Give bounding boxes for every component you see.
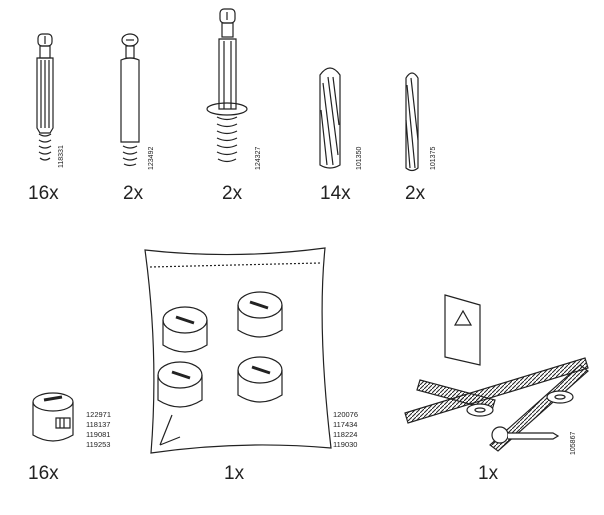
quantity: 2x [405, 183, 426, 204]
part-number: 101350 [356, 146, 363, 170]
part-number: 124327 [255, 146, 262, 170]
quantity: 2x [123, 183, 144, 204]
quantity: 1x [224, 463, 245, 484]
wooden-dowel-icon [319, 67, 341, 169]
cam-lock-icon [32, 392, 74, 442]
part-number: 117434 [333, 420, 358, 429]
quantity: 1x [478, 463, 499, 484]
part-numbers: 120076 117434 118224 119030 [333, 410, 358, 450]
part-number: 118137 [86, 420, 111, 429]
thin-dowel-icon [405, 72, 419, 172]
part-number: 119030 [333, 440, 358, 449]
cam-bolt-icon [36, 33, 54, 161]
part-number: 118331 [58, 145, 65, 168]
part-number: 122971 [86, 410, 112, 419]
part-number: 118224 [333, 430, 358, 439]
quantity: 16x [28, 183, 59, 204]
part-number: 119253 [86, 440, 111, 449]
wall-bolt-icon [206, 8, 248, 163]
part-number: 105867 [570, 431, 577, 455]
quantity: 14x [320, 183, 351, 204]
part-number: 120076 [333, 410, 359, 419]
long-cam-bolt-icon [120, 33, 140, 167]
part-number: 119081 [86, 430, 111, 439]
bag-icon [144, 247, 332, 454]
wall-safety-kit-icon [404, 294, 589, 452]
part-number: 101375 [430, 146, 437, 170]
part-numbers: 122971 118137 119081 119253 [86, 410, 111, 450]
quantity: 16x [28, 463, 59, 484]
part-number: 123492 [148, 146, 155, 170]
quantity: 2x [222, 183, 243, 204]
